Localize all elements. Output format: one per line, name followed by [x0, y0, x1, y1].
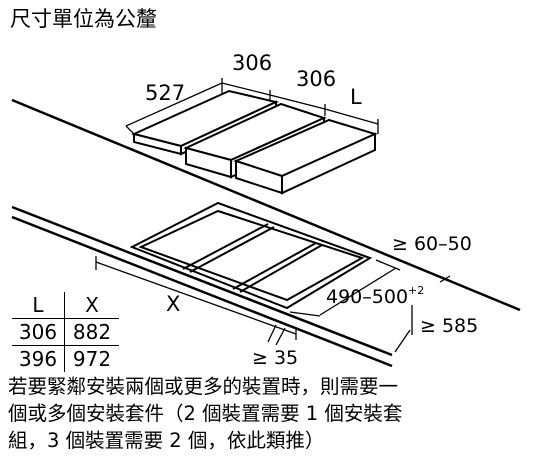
dim-cutout-depth: 490–500+2: [326, 284, 424, 308]
table-header-x: X: [64, 292, 119, 319]
table-cell: 306: [12, 318, 65, 346]
dim-width-L: L: [350, 85, 362, 109]
countertop-cutout: [129, 201, 373, 310]
dim-min-depth: ≥ 585: [420, 315, 478, 337]
cutout-dimension-lines: [95, 256, 451, 353]
table-cell: 882: [64, 318, 119, 346]
table-row: 306 882: [12, 318, 119, 346]
cooktop-modules: [130, 89, 378, 195]
installation-note: 若要緊鄰安裝兩個或更多的裝置時，則需要一 個或多個安裝套件（2 個裝置需要 1 …: [8, 373, 552, 454]
dim-width-306-b: 306: [296, 67, 336, 91]
table-cell: 396: [12, 345, 65, 372]
table-header-l: L: [12, 292, 65, 319]
countertop-front-edge-lower: [11, 215, 393, 368]
note-line-3: 組，3 個裝置需要 2 個，依此類推）: [8, 429, 325, 452]
countertop-front-edge-upper: [11, 205, 393, 357]
top-dimension-lines: [125, 78, 379, 135]
table-cell: 972: [72, 347, 112, 371]
countertop-back-edge: [11, 98, 521, 312]
table-row: 396 972: [12, 345, 119, 372]
dim-cutout-x: X: [166, 292, 180, 316]
note-line-1: 若要緊鄰安裝兩個或更多的裝置時，則需要一: [8, 375, 399, 398]
dim-width-306-a: 306: [232, 51, 272, 75]
dim-min-thickness: ≥ 35: [252, 347, 298, 369]
dim-depth-527: 527: [145, 81, 185, 105]
length-table: L X 306 882 396 972: [12, 292, 119, 372]
page-title: 尺寸單位為公釐: [10, 7, 157, 31]
note-line-2: 個或多個安裝套件（2 個裝置需要 1 個安裝套: [8, 402, 403, 425]
dim-edge-distance: ≥ 60–50: [392, 233, 472, 255]
